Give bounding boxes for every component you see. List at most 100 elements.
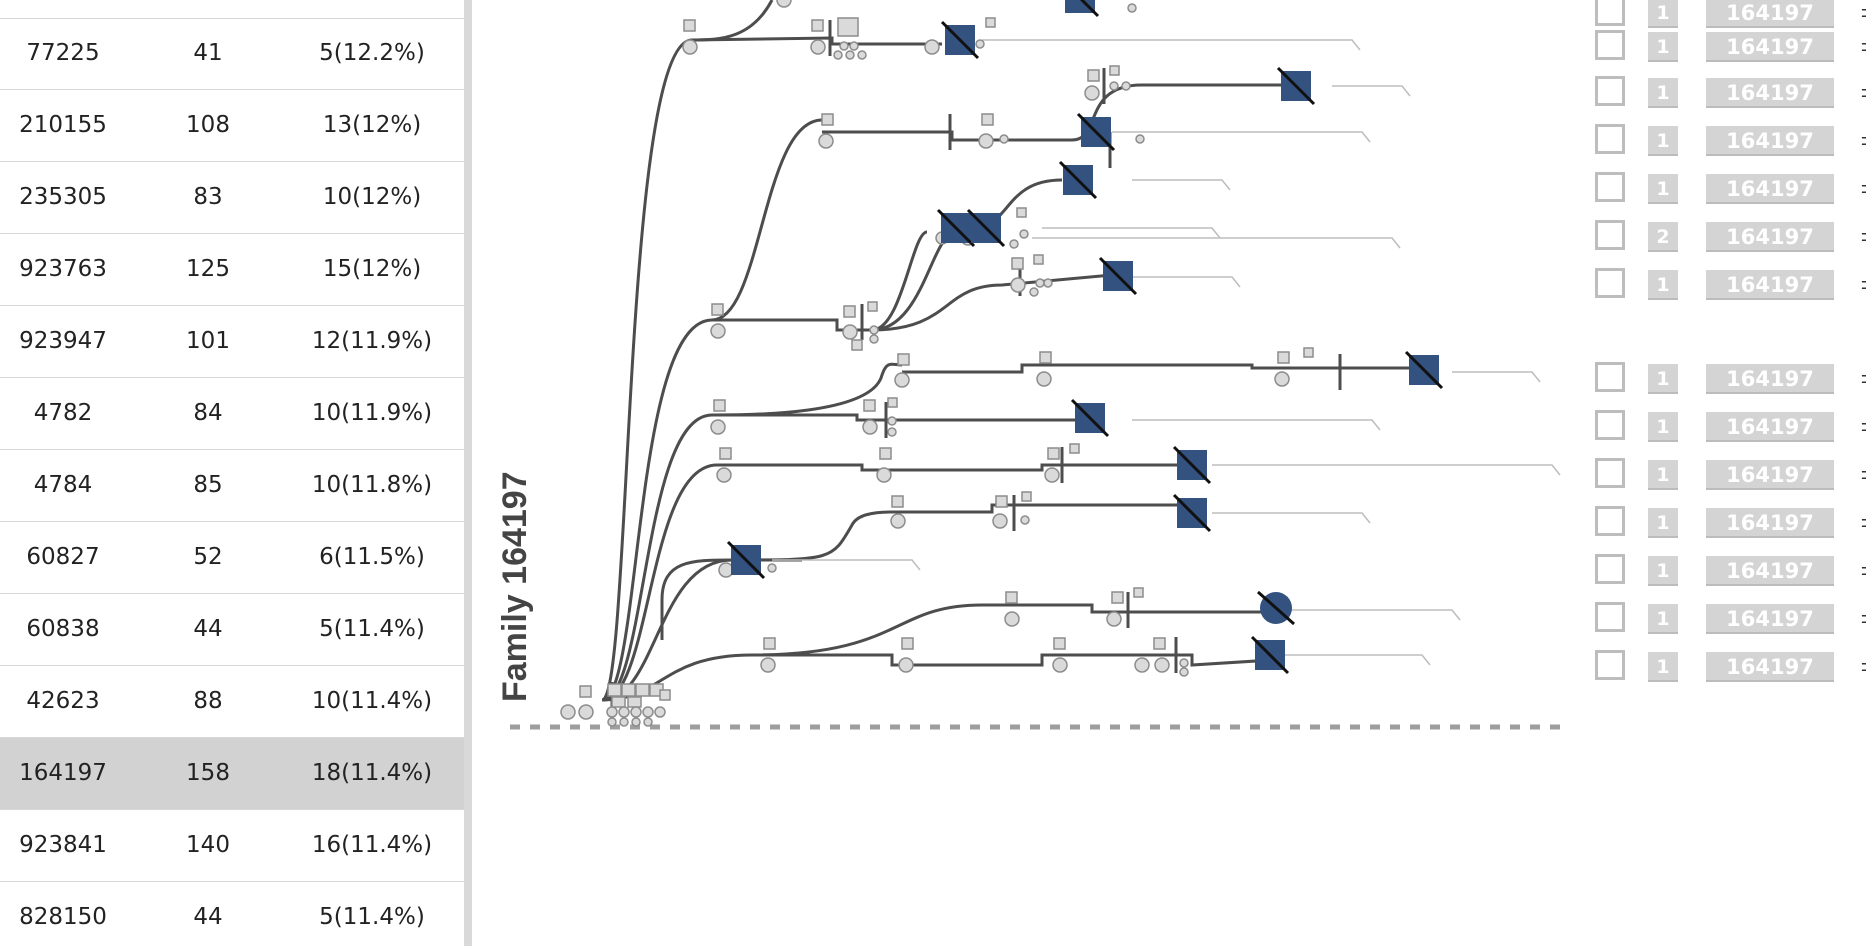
select-checkbox[interactable] [1595, 30, 1625, 60]
count-badge: 1 [1648, 174, 1678, 204]
affected-count-cell: 13(12%) [322, 112, 422, 138]
attribute-panel: 1 164197 ±1 164197 ±1 164197 ±1 164197 ±1 164197 ±… [1582, 0, 1866, 946]
family-id-badge: 164197 [1706, 222, 1834, 252]
family-id-cell: 828150 [19, 904, 107, 930]
family-id-badge: 164197 [1706, 412, 1834, 442]
select-checkbox[interactable] [1595, 554, 1625, 584]
affected-count-cell: 10(11.8%) [311, 472, 433, 498]
select-checkbox[interactable] [1595, 220, 1625, 250]
family-size-cell: 52 [193, 544, 223, 570]
count-badge: 1 [1648, 32, 1678, 62]
family-size-cell: 83 [193, 184, 223, 210]
family-size-cell: 140 [186, 832, 230, 858]
table-row[interactable]: 77225 41 5(12.2%) [0, 18, 464, 90]
family-size-cell: 44 [193, 904, 223, 930]
family-id-cell: 42623 [26, 688, 100, 714]
family-id-badge: 164197 [1706, 32, 1834, 62]
attribute-glyph: ± [1860, 464, 1866, 484]
affected-count-cell: 5(11.4%) [319, 616, 425, 642]
affected-female [1257, 590, 1295, 626]
family-label: Family 164197 [496, 471, 534, 702]
count-badge: 1 [1648, 652, 1678, 682]
table-row-partial[interactable] [0, 0, 464, 19]
count-badge: 1 [1648, 78, 1678, 108]
select-checkbox[interactable] [1595, 602, 1625, 632]
family-id-badge: 164197 [1706, 364, 1834, 394]
affected-count-cell: 5(12.2%) [319, 40, 425, 66]
select-checkbox[interactable] [1595, 506, 1625, 536]
family-size-cell: 41 [193, 40, 223, 66]
select-checkbox[interactable] [1595, 76, 1625, 106]
count-badge: 1 [1648, 0, 1678, 28]
attribute-glyph: ± [1860, 368, 1866, 388]
family-id-badge: 164197 [1706, 604, 1834, 634]
select-checkbox[interactable] [1595, 410, 1625, 440]
affected-count-cell: 10(12%) [322, 184, 422, 210]
attribute-glyph: ± [1860, 416, 1866, 436]
family-id-cell: 210155 [19, 112, 107, 138]
family-id-badge: 164197 [1706, 508, 1834, 538]
affected-count-cell: 18(11.4%) [311, 760, 433, 786]
family-size-cell: 125 [186, 256, 230, 282]
family-id-cell: 164197 [19, 760, 107, 786]
family-id-badge: 164197 [1706, 174, 1834, 204]
select-checkbox[interactable] [1595, 362, 1625, 392]
affected-individuals [726, 0, 1444, 675]
count-badge: 1 [1648, 508, 1678, 538]
attribute-glyph: ± [1860, 608, 1866, 628]
attribute-row: 1 164197 ± [1582, 458, 1866, 492]
panel-divider[interactable] [464, 0, 472, 946]
unaffected-individuals [560, 0, 1314, 727]
table-row[interactable]: 4782 84 10(11.9%) [0, 378, 464, 450]
family-size-cell: 101 [186, 328, 230, 354]
family-size-cell: 158 [186, 760, 230, 786]
family-id-cell: 60838 [26, 616, 100, 642]
attribute-glyph: ± [1860, 82, 1866, 102]
select-checkbox[interactable] [1595, 650, 1625, 680]
family-size-cell: 44 [193, 616, 223, 642]
family-id-badge: 164197 [1706, 556, 1834, 586]
select-checkbox[interactable] [1595, 458, 1625, 488]
family-id-badge: 164197 [1706, 460, 1834, 490]
table-row[interactable]: 60838 44 5(11.4%) [0, 594, 464, 666]
attribute-glyph: ± [1860, 130, 1866, 150]
family-id-cell: 923947 [19, 328, 107, 354]
table-row[interactable]: 164197 158 18(11.4%) [0, 738, 464, 810]
count-badge: 1 [1648, 460, 1678, 490]
family-id-cell: 60827 [26, 544, 100, 570]
affected-count-cell: 16(11.4%) [311, 832, 433, 858]
select-checkbox[interactable] [1595, 268, 1625, 298]
family-id-cell: 4782 [33, 400, 93, 426]
family-id-cell: 77225 [26, 40, 100, 66]
select-checkbox[interactable] [1595, 124, 1625, 154]
affected-count-cell: 15(12%) [322, 256, 422, 282]
family-size-cell: 88 [193, 688, 223, 714]
family-size-cell: 84 [193, 400, 223, 426]
select-checkbox[interactable] [1595, 0, 1625, 26]
count-badge: 1 [1648, 126, 1678, 156]
count-badge: 1 [1648, 270, 1678, 300]
affected-count-cell: 10(11.9%) [311, 400, 433, 426]
tree-tails [772, 39, 1561, 666]
count-badge: 1 [1648, 364, 1678, 394]
select-checkbox[interactable] [1595, 172, 1625, 202]
